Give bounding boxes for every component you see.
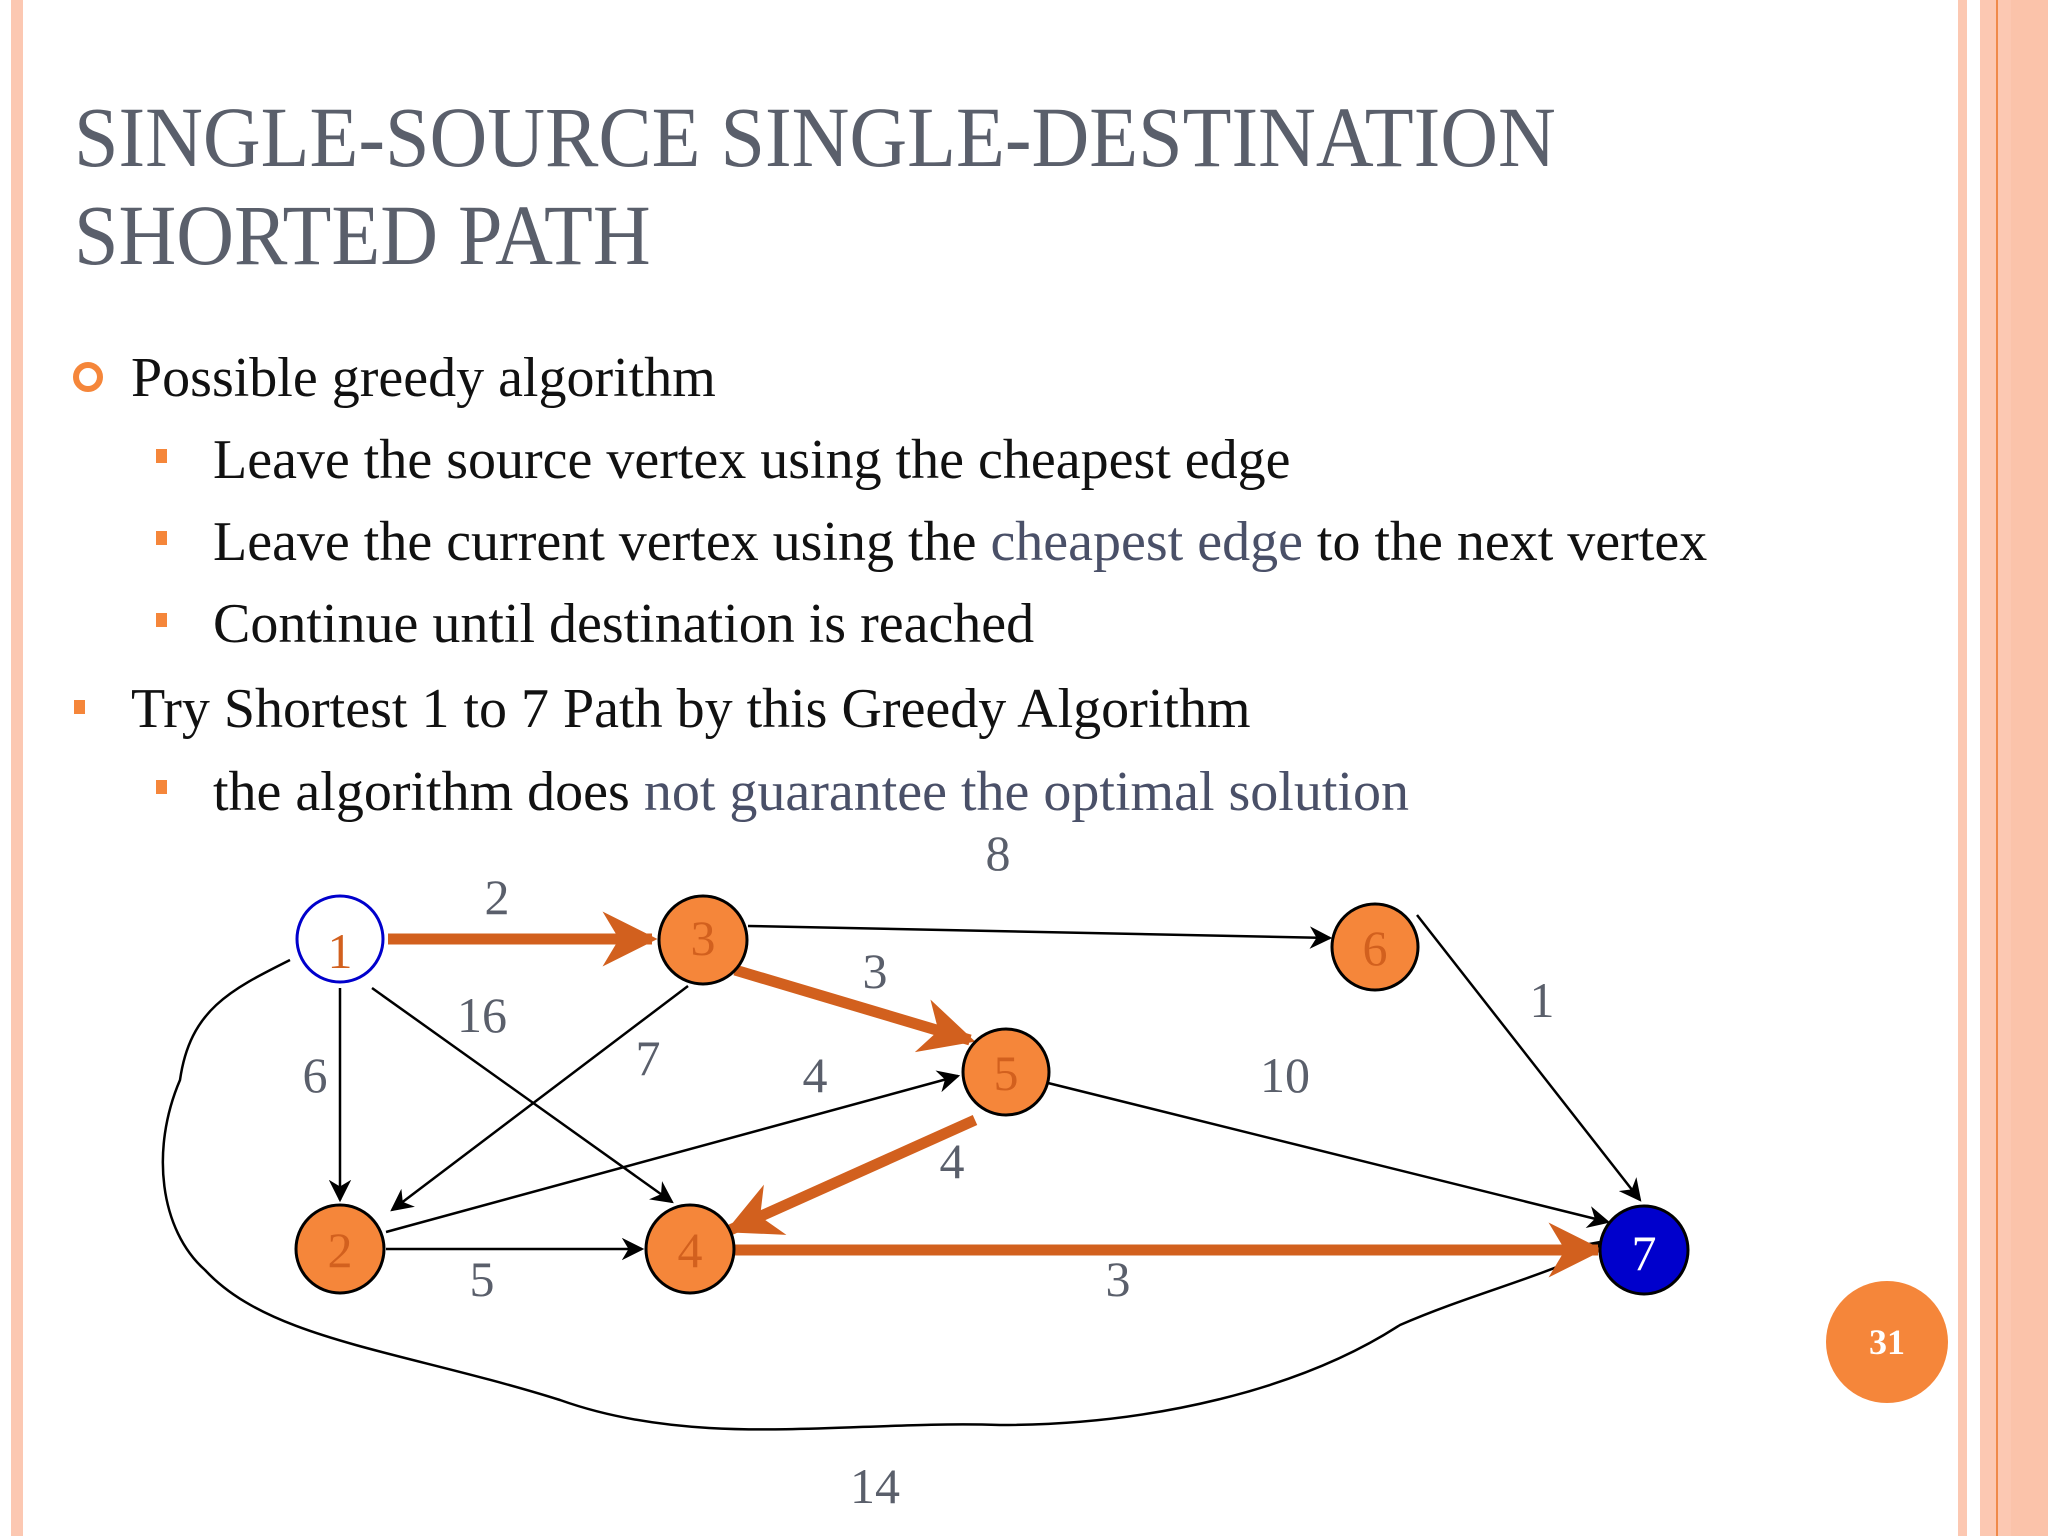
edge-3-6	[747, 924, 1333, 949]
weight-6-7: 1	[1530, 972, 1555, 1028]
bullet-possible-greedy: Possible greedy algorithm	[131, 347, 716, 409]
right-border-stripe-1	[1958, 0, 1967, 1536]
node-4: 4	[644, 1203, 736, 1295]
weight-1-3: 2	[485, 869, 510, 925]
weight-5-4: 4	[940, 1133, 965, 1189]
slide-title: SINGLE-SOURCE SINGLE-DESTINATION SHORTED…	[74, 88, 1556, 284]
bullet-leave-source: Leave the source vertex using the cheape…	[213, 429, 1291, 491]
svg-text:2: 2	[328, 1222, 353, 1278]
square-bullet-icon	[156, 780, 167, 794]
weight-2-4: 5	[470, 1251, 495, 1307]
edge-1-4	[371, 986, 674, 1204]
node-6: 6	[1330, 902, 1420, 992]
weight-3-6: 8	[986, 825, 1011, 881]
edge-3-2	[390, 985, 689, 1212]
greedy-edge-3-5	[733, 964, 976, 1053]
bullet-continue: Continue until destination is reached	[213, 593, 1035, 655]
node-1: 1	[295, 894, 385, 984]
weight-1-2: 6	[303, 1047, 328, 1103]
bullet-text: Leave the current vertex using the	[213, 511, 991, 573]
square-bullet-icon	[156, 449, 167, 463]
title-line-2: SHORTED PATH	[74, 187, 651, 283]
highlight-cheapest-edge: cheapest edge	[990, 511, 1303, 573]
edge-2-5	[385, 1070, 961, 1234]
node-7: 7	[1598, 1204, 1690, 1296]
bullet-try-shortest: Try Shortest 1 to 7 Path by this Greedy …	[131, 678, 1251, 740]
svg-text:1: 1	[328, 923, 353, 979]
node-2: 2	[294, 1203, 386, 1295]
weight-5-7: 10	[1260, 1047, 1310, 1103]
weight-3-5: 3	[863, 943, 888, 999]
right-border-line	[1996, 0, 1998, 1536]
weight-1-7: 14	[850, 1458, 900, 1514]
weight-3-2: 7	[636, 1030, 661, 1086]
bullet-not-guarantee: the algorithm does not guarantee the opt…	[213, 760, 1409, 824]
edge-6-7	[1416, 914, 1642, 1202]
svg-text:7: 7	[1632, 1225, 1657, 1281]
square-bullet-icon	[156, 613, 167, 627]
node-5: 5	[961, 1027, 1051, 1117]
edge-5-7	[1047, 1081, 1611, 1229]
ring-bullet-icon	[73, 362, 103, 392]
svg-text:6: 6	[1363, 920, 1388, 976]
svg-text:5: 5	[994, 1045, 1019, 1101]
left-border-stripe	[11, 0, 23, 1536]
weight-4-7: 3	[1106, 1251, 1131, 1307]
greedy-edge-5-4	[724, 1114, 978, 1236]
svg-text:4: 4	[678, 1222, 703, 1278]
bullet-text: to the next vertex	[1302, 511, 1708, 573]
bullet-text: the algorithm does	[213, 761, 644, 823]
highlight-not-guarantee: not guarantee the optimal solution	[643, 761, 1409, 823]
title-line-1: SINGLE-SOURCE SINGLE-DESTINATION	[74, 89, 1556, 185]
weight-2-5: 4	[803, 1047, 828, 1103]
svg-text:3: 3	[691, 910, 716, 966]
bullet-leave-current: Leave the current vertex using the cheap…	[213, 510, 1707, 574]
weight-1-4: 16	[457, 987, 507, 1043]
right-border-stripe-3	[2011, 0, 2048, 1536]
square-bullet-icon	[156, 531, 167, 545]
slide-number-badge: 31	[1826, 1281, 1948, 1403]
edge-1-7	[161, 958, 1612, 1431]
square-bullet-icon	[74, 700, 85, 714]
node-3: 3	[657, 894, 749, 986]
